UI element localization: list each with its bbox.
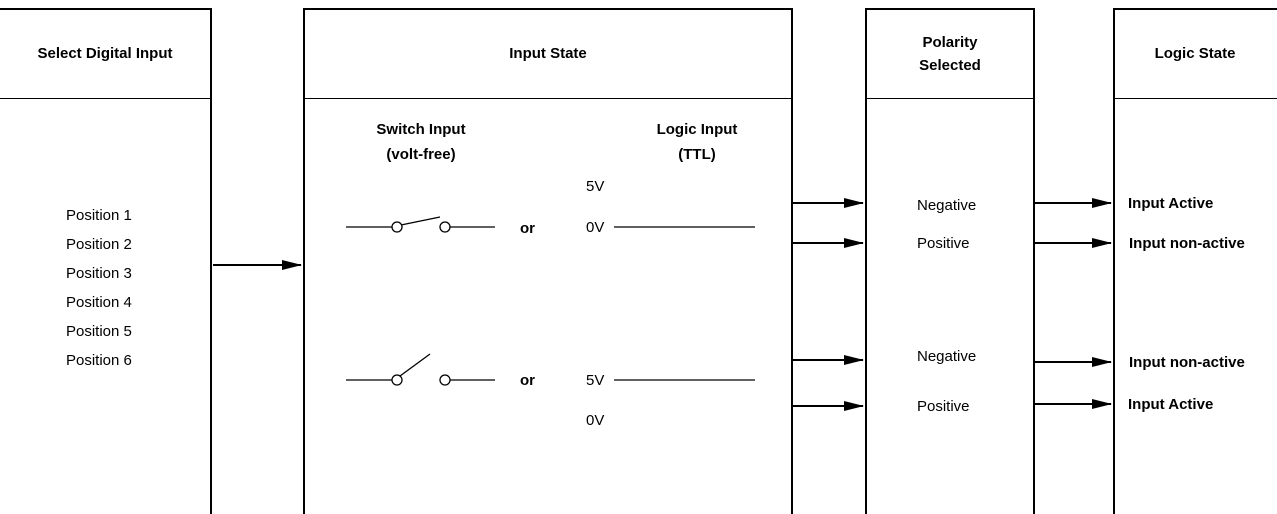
or-label-lower: or [520,372,535,389]
position-2: Position 2 [66,236,132,253]
input-state-column: Input State [303,8,793,514]
select-digital-input-column: Select Digital Input [0,8,212,514]
select-digital-input-title: Select Digital Input [37,45,173,63]
or-label-upper: or [520,220,535,237]
logic-state-column: Logic State [1113,8,1277,514]
position-3: Position 3 [66,265,132,282]
closed-switch-icon [346,216,495,233]
polarity-negative-upper: Negative [917,197,977,214]
result-non-active-lower: Input non-active [1129,354,1245,371]
logic-state-header: Logic State [1115,10,1277,99]
open-switch-icon [346,353,495,386]
polarity-header: Polarity Selected [867,10,1033,99]
position-6: Position 6 [66,352,132,369]
logic-input-label: Logic Input (TTL) [656,121,738,163]
voltage-5v-upper: 5V [586,178,605,195]
result-non-active-upper: Input non-active [1129,235,1245,252]
switch-input-label: Switch Input (volt-free) [376,121,466,163]
voltage-5v-lower: 5V [586,372,605,389]
result-active-lower: Input Active [1128,396,1214,413]
polarity-positive-upper: Positive [917,235,970,252]
voltage-0v-lower: 0V [586,412,605,429]
polarity-title: Polarity Selected [919,33,981,74]
select-digital-input-header: Select Digital Input [0,10,210,99]
voltage-0v-upper: 0V [586,219,605,236]
position-5: Position 5 [66,323,132,340]
input-state-header: Input State [305,10,791,99]
polarity-column: Polarity Selected [865,8,1035,514]
input-state-title: Input State [509,45,587,63]
polarity-negative-lower: Negative [917,348,977,365]
position-1: Position 1 [66,207,132,224]
result-active-upper: Input Active [1128,195,1214,212]
logic-state-title: Logic State [1154,45,1236,63]
polarity-positive-lower: Positive [917,398,970,415]
position-4: Position 4 [66,294,132,311]
